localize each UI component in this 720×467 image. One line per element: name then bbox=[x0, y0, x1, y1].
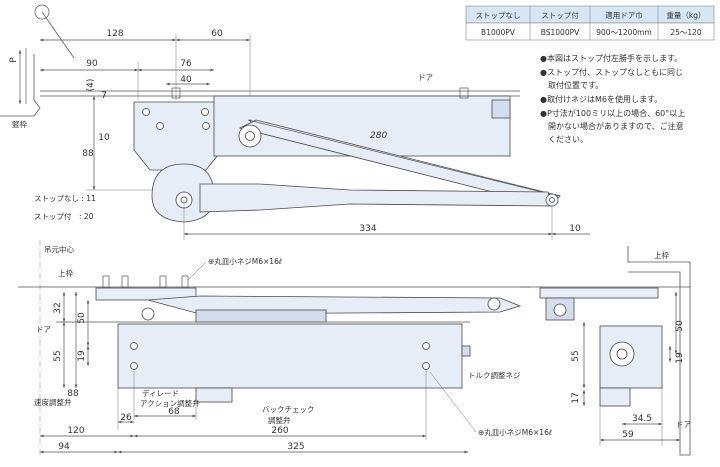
dim-side-19: 19 bbox=[675, 352, 685, 364]
spec-table: ストップなし ストップ付 適用ドア巾 重量（kg） B1000PV BS1000… bbox=[465, 5, 715, 41]
label-door-top: ドア bbox=[418, 73, 433, 82]
plate-hole-3 bbox=[201, 108, 209, 116]
label-side-upper-frame: 上枠 bbox=[654, 250, 669, 260]
dim-front-88: 88 bbox=[67, 389, 79, 399]
front-valve-block bbox=[195, 387, 233, 403]
front-body-hole-1 bbox=[130, 342, 138, 350]
dim-front-19: 19 bbox=[77, 350, 87, 362]
label-delayed-1: ディレード bbox=[142, 388, 179, 398]
front-body-hole-3 bbox=[422, 342, 430, 350]
dim-front-68: 68 bbox=[168, 407, 180, 417]
label-stop-with: ストップ付 : 20 bbox=[34, 211, 94, 221]
dim-side-50: 50 bbox=[675, 320, 685, 332]
spec-cell-b1000pv: B1000PV bbox=[481, 28, 516, 37]
label-frame: 竪枠 bbox=[12, 119, 27, 129]
spec-header-door-width: 適用ドア巾 bbox=[605, 10, 643, 20]
side-top-bracket bbox=[539, 287, 659, 299]
label-speed: 速度調整弁 bbox=[34, 397, 72, 407]
dim-side-55: 55 bbox=[571, 350, 581, 361]
spec-header-stop-none: ストップなし bbox=[476, 11, 521, 20]
dim-front-325: 325 bbox=[287, 442, 304, 452]
front-closer-body bbox=[117, 323, 463, 389]
note-line-3: 取付位置です。 bbox=[540, 80, 603, 90]
label-stop-none: ストップなし : 11 bbox=[34, 194, 96, 203]
dim-side-34-5: 34.5 bbox=[632, 414, 652, 424]
front-top-bracket bbox=[95, 287, 197, 301]
plate-hole-4 bbox=[202, 122, 210, 130]
dim-front-26: 26 bbox=[120, 413, 132, 423]
label-door-front: ドア bbox=[36, 325, 51, 334]
dim-front-50: 50 bbox=[77, 312, 87, 324]
spec-cell-weight: 25～120 bbox=[670, 28, 702, 37]
dim-front-32: 32 bbox=[53, 302, 63, 313]
label-hinge-center: 吊元中心 bbox=[44, 244, 74, 254]
spec-header-stop-with: ストップ付 bbox=[541, 10, 579, 20]
label-backcheck-2: 調整弁 bbox=[268, 415, 291, 425]
note-line-1: ●本図はストップ付左勝手を示します。 bbox=[540, 53, 682, 63]
note-line-5: ●P寸法が100ミリ以上の場合、60°以上 bbox=[540, 108, 685, 118]
dim-128: 128 bbox=[106, 29, 123, 39]
front-body-hole-2 bbox=[130, 362, 138, 370]
dim-10-bottom: 10 bbox=[569, 224, 581, 234]
front-body-hole-4 bbox=[422, 362, 430, 370]
label-screw-top: ⊕丸皿小ネジM6×16ℓ bbox=[208, 256, 282, 266]
label-side-door: ドア bbox=[676, 420, 691, 429]
front-link-arm bbox=[195, 309, 327, 323]
dim-76: 76 bbox=[180, 59, 192, 69]
dim-280: 280 bbox=[370, 131, 387, 141]
label-delayed-2: アクション調整弁 bbox=[140, 398, 200, 408]
spec-cell-bs1000pv: BS1000PV bbox=[541, 28, 580, 37]
hinge-circle bbox=[34, 4, 50, 20]
dim-7: 7 bbox=[101, 91, 107, 101]
plate-hole-1 bbox=[142, 108, 150, 116]
dim-334: 334 bbox=[359, 224, 376, 234]
note-line-6: 開かない場合がありますので、ご注意 bbox=[540, 121, 684, 131]
label-screw-bottom: ⊕丸皿小ネジM6×16ℓ bbox=[478, 427, 552, 437]
dim-10: 10 bbox=[98, 133, 110, 143]
side-frame-profile bbox=[627, 246, 691, 456]
dim-60: 60 bbox=[211, 29, 223, 39]
dim-4: (4) bbox=[86, 79, 96, 92]
front-arm-end bbox=[487, 297, 501, 311]
dim-p: P bbox=[9, 57, 19, 63]
spec-cell-width: 900～1200mm bbox=[596, 28, 652, 37]
dim-front-94: 94 bbox=[58, 442, 70, 452]
dim-40: 40 bbox=[180, 75, 192, 85]
dim-front-260: 260 bbox=[271, 426, 288, 436]
front-view: 吊元中心 上枠 ドア ⊕丸皿小ネジM6×16ℓ トルク調整ネジ 速度調整弁 ディ… bbox=[18, 240, 552, 455]
side-view: 上枠 ドア 50 19 55 17 34.5 59 bbox=[520, 246, 691, 456]
top-view: P 竪枠 ドア 128 60 90 76 40 (4) 7 10 88 bbox=[0, 4, 590, 240]
spec-header-weight: 重量（kg） bbox=[666, 11, 705, 20]
label-backcheck-1: バックチェック bbox=[262, 405, 315, 414]
note-line-7: ください。 bbox=[540, 135, 588, 144]
door-bracket-tab bbox=[491, 99, 511, 119]
side-valve-block bbox=[599, 387, 631, 407]
dim-side-59: 59 bbox=[622, 430, 634, 440]
dim-90: 90 bbox=[86, 59, 98, 69]
dim-front-120: 120 bbox=[67, 426, 84, 436]
note-line-4: ●取付けネジはM6を使用します。 bbox=[540, 94, 662, 104]
dim-front-55: 55 bbox=[53, 350, 63, 361]
dim-side-17: 17 bbox=[571, 392, 581, 403]
note-line-2: ●ストップ付、ストップなしともに同じ bbox=[540, 67, 683, 77]
plate-hole-2 bbox=[156, 122, 164, 130]
dim-88: 88 bbox=[82, 149, 94, 159]
torque-screw bbox=[461, 345, 471, 357]
notes: ●本図はストップ付左勝手を示します。 ●ストップ付、ストップなしともに同じ 取付… bbox=[540, 53, 685, 144]
label-torque: トルク調整ネジ bbox=[468, 370, 521, 380]
label-upper-frame: 上枠 bbox=[58, 268, 73, 278]
